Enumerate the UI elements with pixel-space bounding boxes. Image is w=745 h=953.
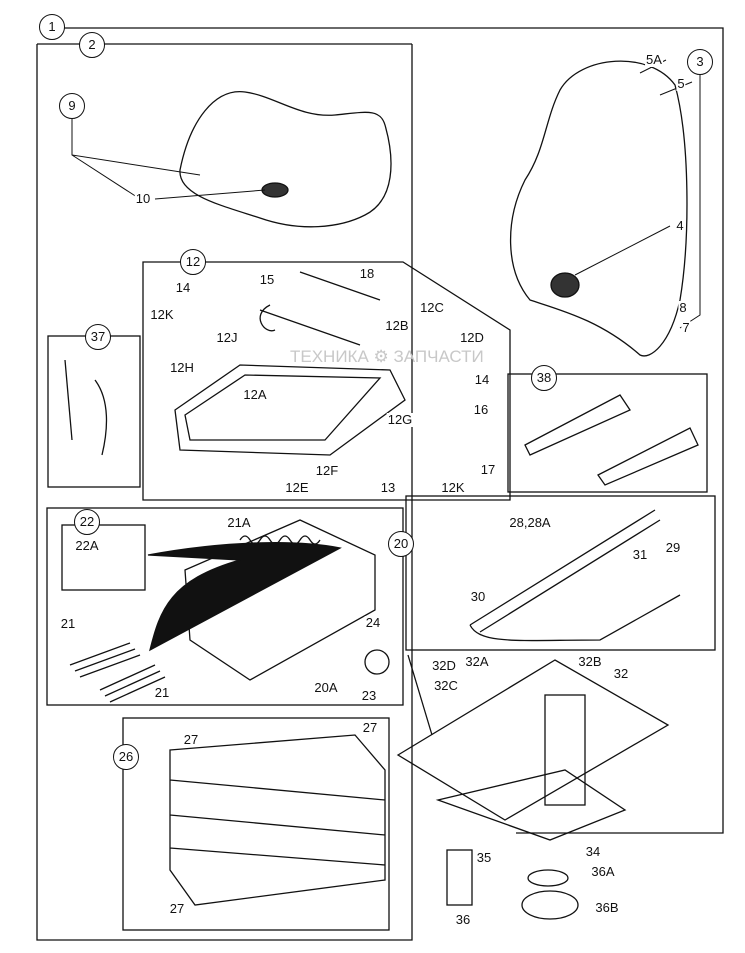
group-2-frame [36,43,413,941]
cushion-label-patch [261,182,289,198]
callout-label-5a: 5A [645,52,663,67]
callout-label-32b: 32B [577,654,603,669]
callout-label-29: 29 [664,540,682,555]
link-37-left [64,359,73,441]
callout-label-27: 27 [361,720,379,735]
callout-label-31: 31 [631,547,649,562]
callout-label-12e: 12E [284,480,310,495]
callout-label-14: 14 [174,280,192,295]
callout-label-5: 5 [676,76,686,91]
callout-label-10: 10 [134,191,152,206]
callout-label-26: 26 [113,744,139,770]
callout-label-22: 22 [74,509,100,535]
callout-label-12j: 12J [215,330,239,345]
callout-label-12a: 12A [242,387,268,402]
lower-plate [435,769,627,841]
callout-label-30: 30 [469,589,487,604]
group-26-frame [122,717,390,931]
pedestal-post [544,694,586,806]
callout-label-16: 16 [472,402,490,417]
callout-label-36b: 36B [594,900,620,915]
callout-label-1: 1 [39,14,65,40]
callout-label-35: 35 [475,850,493,865]
backrest-label-patch [550,272,580,298]
watermark: ТЕХНИКА ⚙ ЗАПЧАСТИ [290,347,484,366]
leader-lines [71,59,701,329]
washer-36b [521,890,579,920]
callout-label-21: 21 [59,616,77,631]
seat-cushion [179,91,392,228]
callout-label-12g: 12G [386,412,414,427]
arrow-shape [147,542,342,652]
callout-label-14: 14 [473,372,491,387]
spring-21-right [99,664,166,703]
group-28-frame [405,495,716,651]
knob-23 [364,649,390,675]
group-38-frame [507,373,708,493]
base-plate [396,659,670,821]
callout-label-7: 7 [681,320,691,335]
callout-label-27: 27 [168,901,186,916]
group-37-frame [47,335,141,488]
bush-36 [446,849,473,906]
callout-label-21a: 21A [226,515,252,530]
spring-21-left [69,642,141,678]
group-1-frame [64,27,724,834]
callout-label-32c: 32C [433,678,459,693]
callout-label-12f: 12F [314,463,340,478]
group-20-frame [46,507,404,706]
callout-label-12b: 12B [384,318,410,333]
callout-label-17: 17 [479,462,497,477]
callout-label-12k: 12K [149,307,175,322]
callout-label-32d: 32D [431,658,457,673]
armrest-left [524,394,631,456]
callout-label-38: 38 [531,365,557,391]
callout-label-12: 12 [180,249,206,275]
callout-label-12h: 12H [169,360,195,375]
callout-label-20: 20 [388,531,414,557]
callout-label-32: 32 [612,666,630,681]
cylinder-18 [259,271,381,346]
callout-label-12d: 12D [459,330,485,345]
callout-label-21: 21 [153,685,171,700]
slide-rail [469,509,681,642]
callout-label-36a: 36A [590,864,616,879]
group-22-frame [61,524,146,591]
callout-label-28-28a: 28,28A [508,515,552,530]
callout-label-3: 3 [687,49,713,75]
callout-label-12k: 12K [440,480,466,495]
seat-frame [174,364,406,456]
callout-label-18: 18 [358,266,376,281]
callout-label-9: 9 [59,93,85,119]
gear-lever [407,654,433,736]
callout-label-24: 24 [364,615,382,630]
link-37-right [94,379,108,456]
callout-label-37: 37 [85,324,111,350]
callout-label-20a: 20A [313,680,339,695]
callout-label-12c: 12C [419,300,445,315]
armrest-right [597,427,699,486]
callout-label-8: 8 [678,300,688,315]
washer-36a [527,869,569,887]
callout-label-34: 34 [584,844,602,859]
callout-label-2: 2 [79,32,105,58]
callout-label-4: 4 [675,218,685,233]
callout-label-23: 23 [360,688,378,703]
callout-label-15: 15 [258,272,276,287]
callout-label-32a: 32A [464,654,490,669]
callout-label-36: 36 [454,912,472,927]
bellows [169,734,386,906]
callout-label-22a: 22A [74,538,100,553]
group-12-frame [142,261,511,501]
backrest [509,60,688,357]
callout-label-27: 27 [182,732,200,747]
callout-label-13: 13 [379,480,397,495]
